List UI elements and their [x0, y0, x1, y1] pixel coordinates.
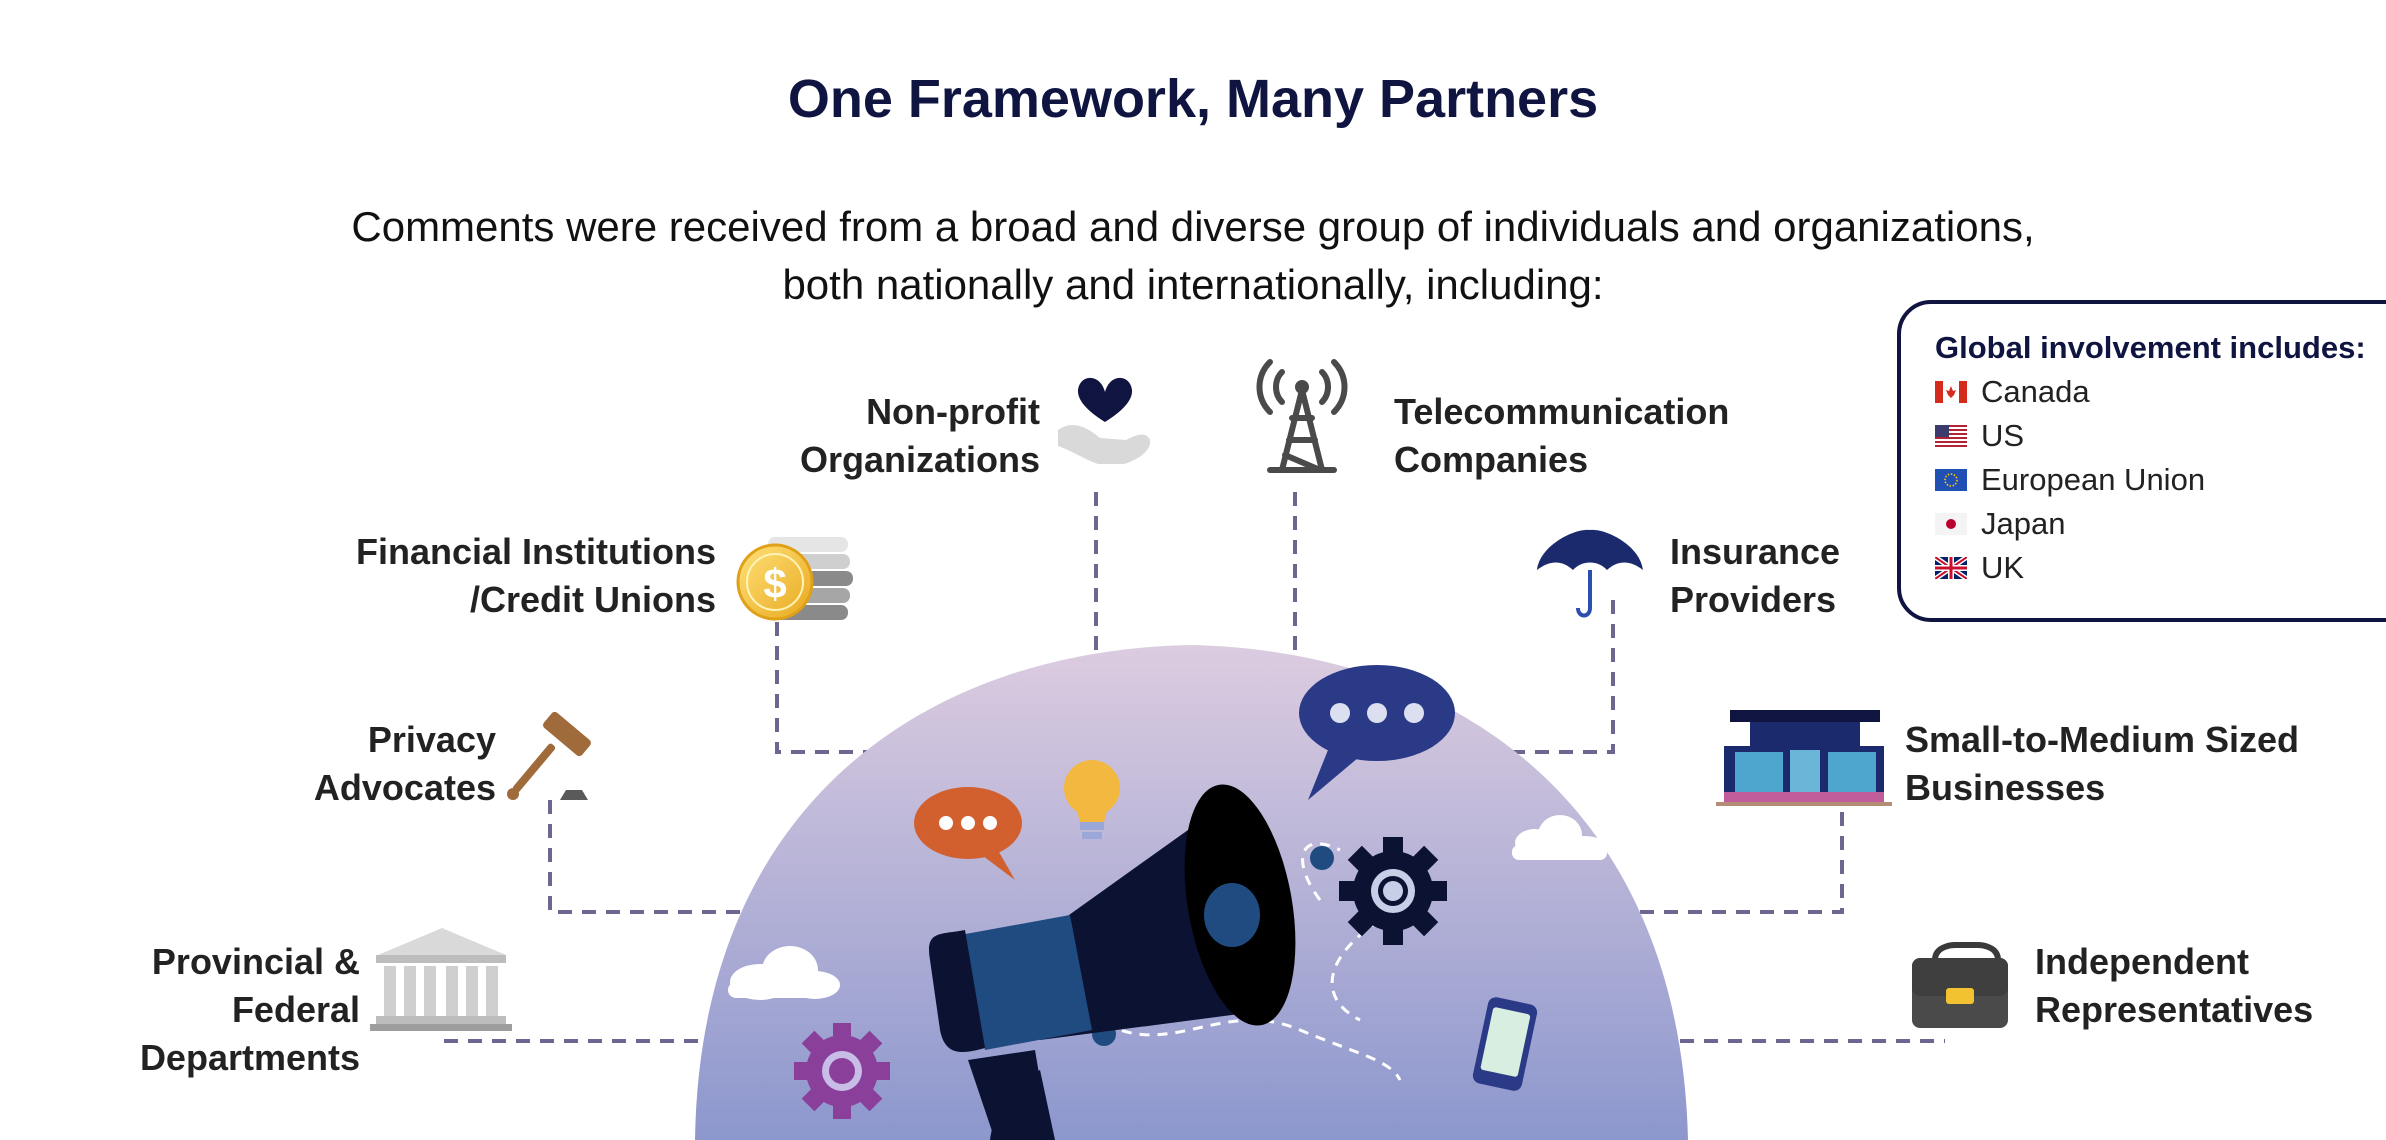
legend-item-uk: UK [1935, 548, 2024, 588]
speech-bubble-navy-icon [1299, 665, 1455, 800]
label-nonprofit: Non-profit Organizations [700, 388, 1040, 484]
label-privacy: Privacy Advocates [250, 716, 496, 812]
dot-icon [1310, 846, 1334, 870]
label-line: Departments [139, 1037, 360, 1078]
label-line: Privacy [367, 719, 496, 760]
label-insurance: Insurance Providers [1670, 528, 1890, 624]
legend-label: US [1981, 418, 2025, 453]
global-involvement-legend: Global involvement includes: Canada US E… [1897, 300, 2386, 622]
label-independent: Independent Representatives [2035, 938, 2375, 1034]
label-smb: Small-to-Medium Sized Businesses [1905, 716, 2345, 812]
label-line: Representatives [2035, 989, 2314, 1030]
government-building-icon [370, 928, 512, 1031]
label-line: Companies [1394, 439, 1589, 480]
connector-privacy [548, 800, 752, 914]
legend-label: UK [1981, 550, 2025, 585]
label-government: Provincial & Federal Departments [60, 938, 360, 1082]
legend-title: Global involvement includes: [1935, 330, 2366, 365]
connector-lines [444, 492, 1945, 1043]
label-line: Financial Institutions [355, 531, 716, 572]
label-line: Provincial & [151, 941, 360, 982]
eu-flag-icon [1935, 469, 1967, 491]
label-line: Independent [2035, 941, 2249, 982]
label-line: Advocates [313, 767, 496, 808]
lightbulb-icon [1064, 760, 1120, 839]
gear-icon [794, 1023, 890, 1119]
label-line: /Credit Unions [469, 579, 716, 620]
label-line: Insurance [1670, 531, 1841, 572]
legend-item-japan: Japan [1935, 504, 2065, 544]
japan-flag-icon [1935, 513, 1967, 535]
legend-label: European Union [1981, 462, 2206, 497]
label-line: Providers [1670, 579, 1837, 620]
label-line: Organizations [799, 439, 1040, 480]
connector-financial [775, 622, 880, 754]
uk-flag-icon [1935, 557, 1967, 579]
heart-hand-icon [1058, 377, 1151, 464]
cell-tower-icon [1256, 359, 1348, 473]
subtitle-line-1: Comments were received from a broad and … [351, 203, 2035, 250]
legend-item-eu: European Union [1935, 460, 2205, 500]
connector-smb [1635, 812, 1844, 914]
label-line: Non-profit [866, 391, 1040, 432]
legend-item-canada: Canada [1935, 372, 2090, 412]
us-flag-icon [1935, 425, 1967, 447]
smartphone-icon [1472, 997, 1538, 1091]
page-title: One Framework, Many Partners [787, 69, 1599, 129]
storefront-icon [1716, 710, 1892, 806]
umbrella-icon [1537, 529, 1643, 618]
subtitle-line-2: both nationally and internationally, inc… [782, 261, 1604, 308]
megaphone-icon [929, 784, 1296, 1140]
cloud-icon [1512, 815, 1607, 860]
label-line: Federal [231, 989, 360, 1030]
legend-label: Japan [1981, 506, 2066, 541]
gavel-icon [507, 711, 591, 800]
connector-insurance [1500, 600, 1615, 754]
legend-item-us: US [1935, 416, 2024, 456]
label-telecom: Telecommunication Companies [1394, 388, 1794, 484]
subtitle: Comments were received from a broad and … [200, 198, 2186, 314]
label-financial: Financial Institutions /Credit Unions [300, 528, 716, 624]
briefcase-icon [1912, 942, 2008, 1028]
gear-icon [1339, 837, 1447, 945]
canada-flag-icon [1935, 381, 1967, 403]
antenna-dot [1295, 380, 1309, 394]
cloud-icon [728, 946, 840, 1000]
svg-text:$: $ [763, 560, 786, 607]
label-line: Businesses [1905, 767, 2106, 808]
coins-stack-icon: $ [736, 537, 853, 621]
label-line: Small-to-Medium Sized [1905, 719, 2300, 760]
label-line: Telecommunication [1394, 391, 1730, 432]
speech-bubble-orange-icon [914, 787, 1022, 880]
legend-label: Canada [1981, 374, 2090, 409]
